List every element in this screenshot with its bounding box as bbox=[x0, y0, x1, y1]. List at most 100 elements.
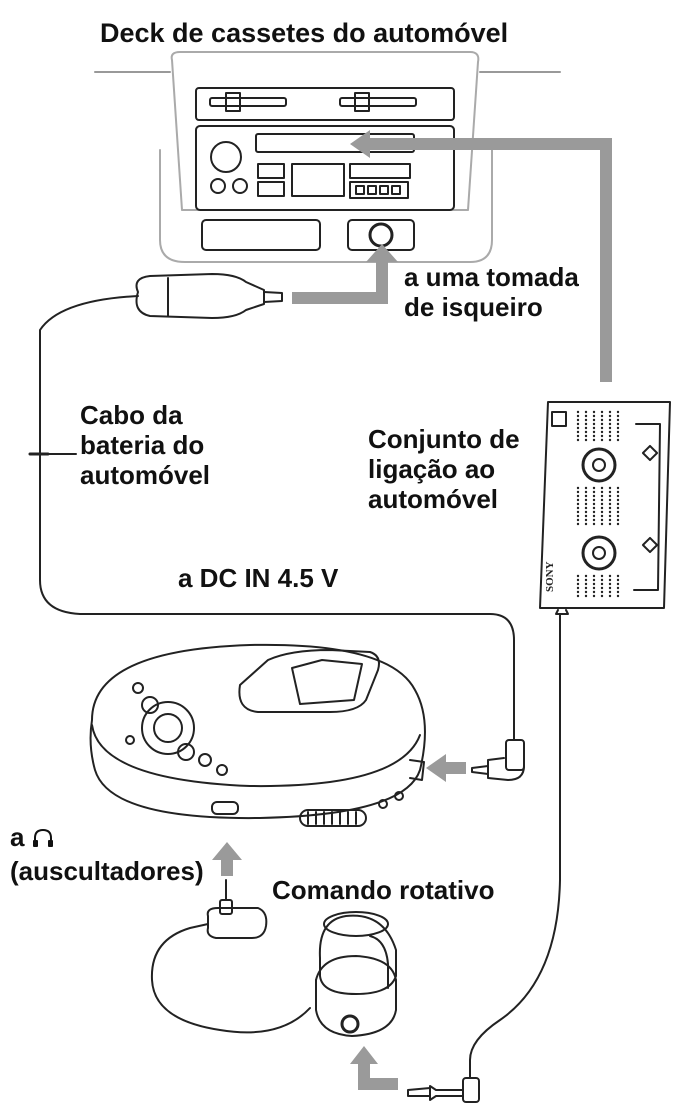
grille-dot bbox=[608, 490, 612, 494]
grille-dot bbox=[616, 486, 620, 490]
grille-dot bbox=[592, 490, 596, 494]
headphone-cord bbox=[150, 879, 311, 1034]
grille-dot bbox=[608, 426, 612, 430]
grille-dot bbox=[576, 502, 580, 506]
grille-dot bbox=[600, 578, 604, 582]
grille-dot bbox=[608, 414, 612, 418]
grille-dot bbox=[584, 490, 588, 494]
grille-dot bbox=[616, 494, 620, 498]
grille-dot bbox=[608, 522, 612, 526]
grille-dot bbox=[616, 418, 620, 422]
arrow-to-remote-jack bbox=[350, 1046, 398, 1090]
grille-dot bbox=[592, 494, 596, 498]
grille-dot bbox=[592, 522, 596, 526]
grille-dot bbox=[576, 490, 580, 494]
grille-dot bbox=[600, 594, 604, 598]
grille-dot bbox=[608, 410, 612, 414]
grille-dot bbox=[592, 574, 596, 578]
grille-dot bbox=[600, 522, 604, 526]
grille-dot bbox=[616, 590, 620, 594]
headphones-prefix: a bbox=[10, 822, 25, 852]
grille-dot bbox=[600, 422, 604, 426]
grille-dot bbox=[616, 514, 620, 518]
grille-dot bbox=[608, 590, 612, 594]
grille-dot bbox=[608, 434, 612, 438]
grille-dot bbox=[608, 518, 612, 522]
grille-dot bbox=[584, 426, 588, 430]
cigarette-socket-label: a uma tomada de isqueiro bbox=[404, 262, 579, 322]
grille-dot bbox=[616, 586, 620, 590]
grille-dot bbox=[608, 494, 612, 498]
grille-dot bbox=[600, 510, 604, 514]
grille-dot bbox=[608, 578, 612, 582]
diagram-title: Deck de cassetes do automóvel bbox=[100, 18, 509, 48]
grille-dot bbox=[592, 410, 596, 414]
grille-dot bbox=[600, 506, 604, 510]
grille-dot bbox=[584, 506, 588, 510]
grille-dot bbox=[616, 422, 620, 426]
dc-in-label: a DC IN 4.5 V bbox=[178, 563, 339, 593]
grille-dot bbox=[576, 418, 580, 422]
grille-dot bbox=[600, 430, 604, 434]
grille-dot bbox=[616, 490, 620, 494]
grille-dot bbox=[616, 582, 620, 586]
grille-dot bbox=[592, 414, 596, 418]
grille-dot bbox=[608, 506, 612, 510]
grille-dot bbox=[576, 410, 580, 414]
grille-dot bbox=[600, 438, 604, 442]
grille-dot bbox=[600, 574, 604, 578]
grille-dot bbox=[616, 426, 620, 430]
arrow-to-headphone-jack bbox=[212, 842, 242, 876]
label-line: bateria do bbox=[80, 430, 205, 460]
grille-dot bbox=[576, 486, 580, 490]
grille-dot bbox=[576, 430, 580, 434]
label-line: Conjunto de bbox=[368, 424, 520, 454]
grille-dot bbox=[616, 438, 620, 442]
grille-dot bbox=[584, 494, 588, 498]
grille-dot bbox=[608, 422, 612, 426]
grille-dot bbox=[608, 594, 612, 598]
grille-dot bbox=[576, 414, 580, 418]
cd-player bbox=[89, 643, 426, 827]
grille-dot bbox=[616, 594, 620, 598]
grille-dot bbox=[592, 506, 596, 510]
grille-dot bbox=[608, 514, 612, 518]
grille-dot bbox=[592, 422, 596, 426]
car-battery-cord-label: Cabo da bateria do automóvel bbox=[80, 400, 210, 490]
grille-dot bbox=[592, 438, 596, 442]
grille-dot bbox=[616, 414, 620, 418]
grille-dot bbox=[600, 490, 604, 494]
label-line: Cabo da bbox=[80, 400, 183, 430]
grille-dot bbox=[600, 486, 604, 490]
grille-dot bbox=[576, 498, 580, 502]
grille-dot bbox=[608, 586, 612, 590]
grille-dot bbox=[584, 514, 588, 518]
grille-dot bbox=[600, 494, 604, 498]
grille-dot bbox=[584, 518, 588, 522]
grille-dot bbox=[600, 502, 604, 506]
grille-dot bbox=[584, 502, 588, 506]
grille-dot bbox=[600, 498, 604, 502]
grille-dot bbox=[584, 414, 588, 418]
grille-dot bbox=[616, 506, 620, 510]
grille-dot bbox=[584, 522, 588, 526]
grille-dot bbox=[600, 418, 604, 422]
grille-dot bbox=[576, 574, 580, 578]
grille-dot bbox=[576, 590, 580, 594]
label-line: a uma tomada bbox=[404, 262, 579, 292]
grille-dot bbox=[592, 510, 596, 514]
grille-dot bbox=[576, 522, 580, 526]
grille-dot bbox=[592, 502, 596, 506]
label-line: de isqueiro bbox=[404, 292, 543, 322]
grille-dot bbox=[616, 522, 620, 526]
grille-dot bbox=[584, 410, 588, 414]
grille-dot bbox=[616, 518, 620, 522]
grille-dot bbox=[592, 434, 596, 438]
car-connecting-pack-label: Conjunto de ligação ao automóvel bbox=[368, 424, 520, 514]
grille-dot bbox=[576, 594, 580, 598]
grille-dot bbox=[576, 582, 580, 586]
grille-dot bbox=[600, 414, 604, 418]
grille-dot bbox=[576, 514, 580, 518]
grille-dot bbox=[600, 434, 604, 438]
